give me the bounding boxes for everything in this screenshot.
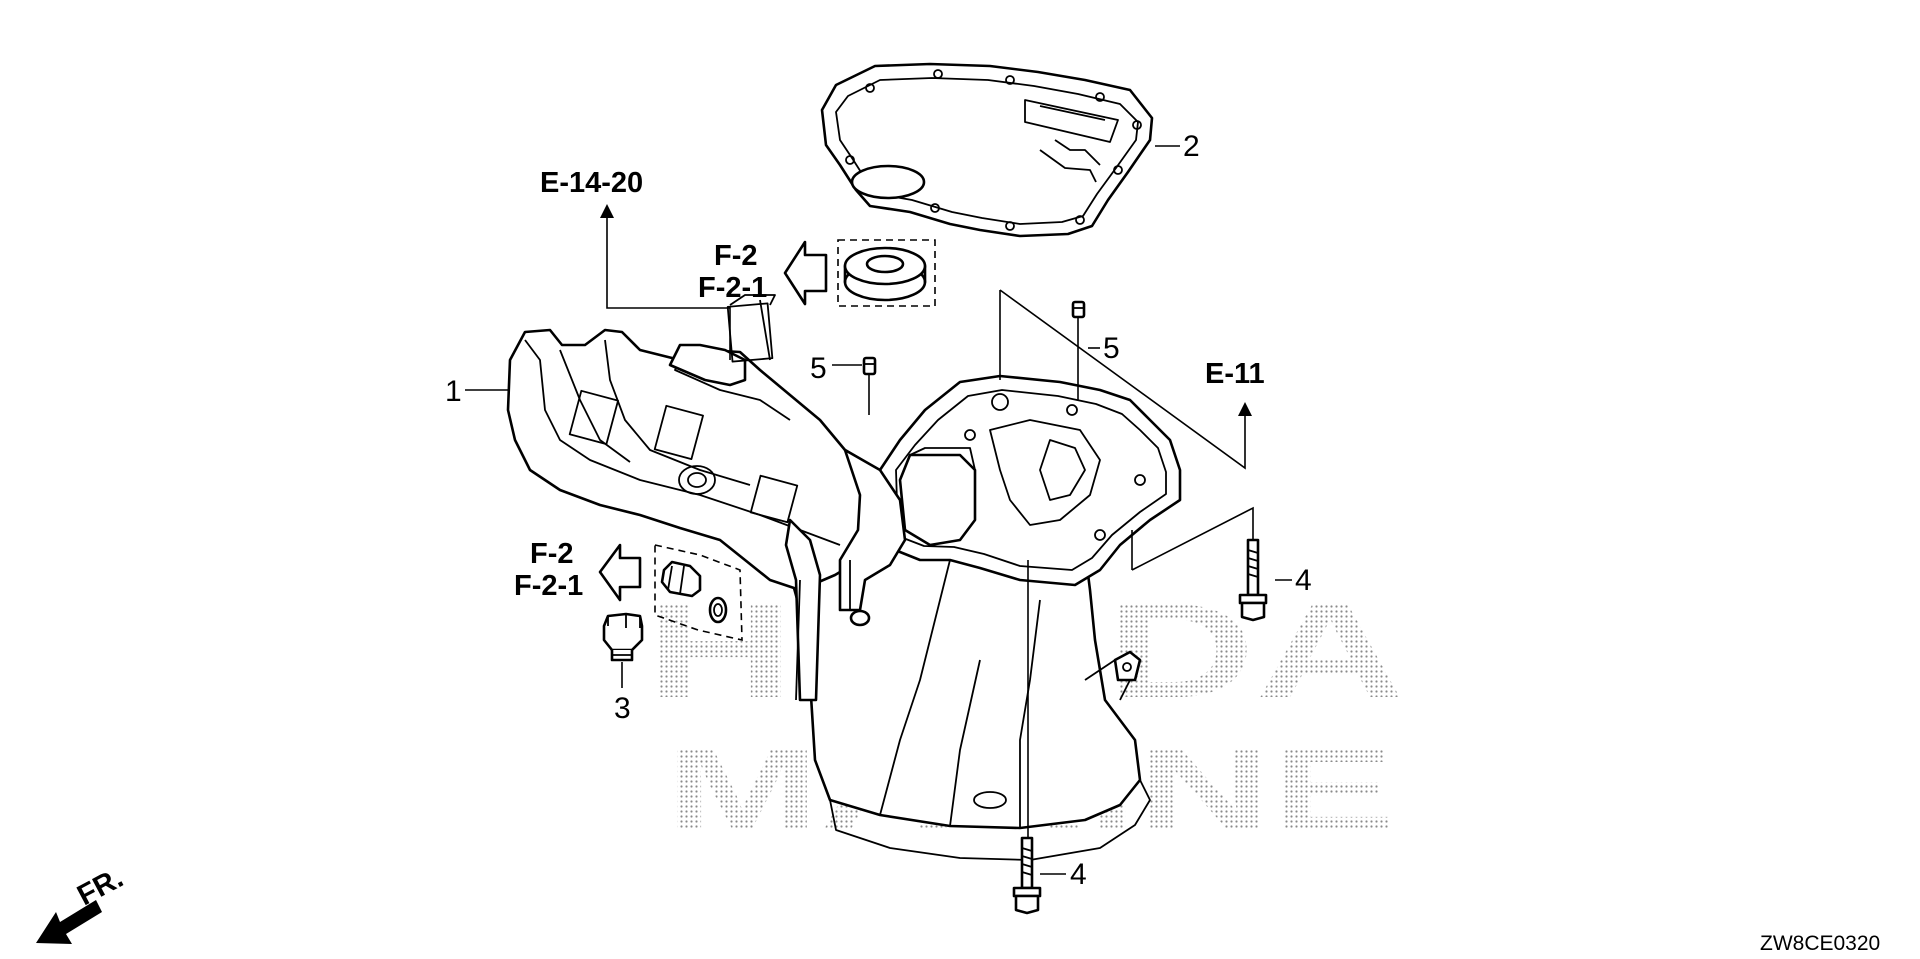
f2-arrow-lower: [598, 543, 642, 602]
ref-f-upper-line1: F-2: [714, 240, 758, 272]
diagram-code: ZW8CE0320: [1760, 932, 1880, 955]
part-oil-case: [506, 294, 1182, 861]
callout-2: 2: [1183, 130, 1200, 163]
ref-f-lower-line1: F-2: [530, 538, 574, 570]
callout-4-upper: 4: [1295, 564, 1312, 597]
f2-arrow-upper: [783, 240, 828, 306]
part-dowel-pin-right: [1071, 300, 1086, 319]
part-drain-plug: [602, 612, 644, 662]
callout-5-left: 5: [810, 352, 827, 385]
callout-5-right: 5: [1103, 332, 1120, 365]
front-direction-label: FR.: [72, 862, 128, 912]
ref-f-lower-line2: F-2-1: [514, 570, 583, 602]
ref-f-upper-line2: F-2-1: [698, 272, 767, 304]
part-dowel-pin-left: [862, 356, 877, 376]
part-oil-plug-assembly: [654, 544, 743, 642]
callout-1: 1: [445, 375, 462, 408]
front-direction-arrow: [36, 900, 102, 944]
part-oil-seal: [837, 239, 936, 307]
leader-lines: [465, 145, 1292, 875]
part-gasket: [820, 62, 1154, 238]
part-flange-bolt-upper: [1238, 538, 1268, 622]
callout-3: 3: [614, 692, 631, 725]
part-flange-bolt-lower: [1012, 836, 1042, 915]
callout-4-lower: 4: [1070, 858, 1087, 891]
ref-e-14-20: E-14-20: [540, 167, 643, 199]
ref-e-11: E-11: [1205, 358, 1265, 390]
